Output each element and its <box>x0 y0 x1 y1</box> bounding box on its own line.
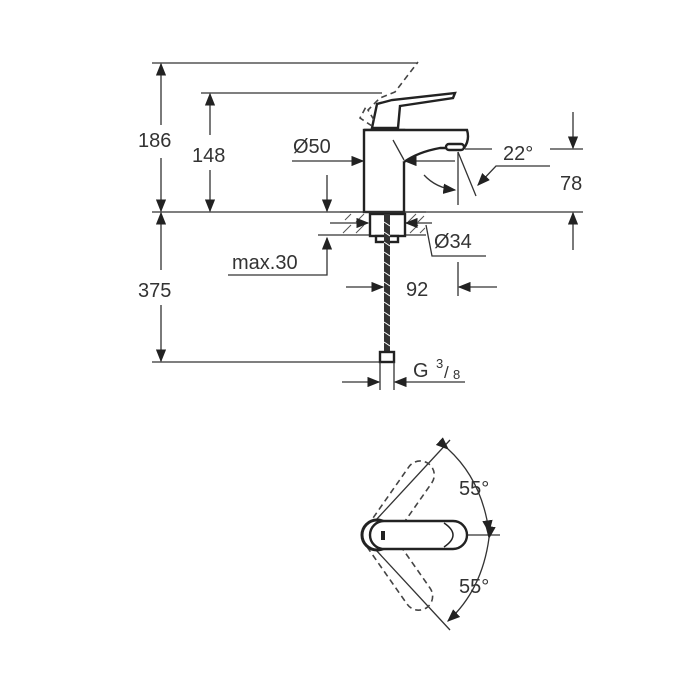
hose-nut <box>378 350 396 364</box>
label-thread-slash: / <box>444 363 449 382</box>
label-92: 92 <box>406 279 428 301</box>
label-diameter-34: Ø34 <box>434 231 472 253</box>
top-view: 55° 55° <box>360 437 500 631</box>
lever-handle <box>370 91 457 130</box>
angle-arc-lower <box>447 525 496 622</box>
label-thread-numerator: 3 <box>436 356 443 371</box>
spout-inner-line <box>392 139 405 161</box>
side-view: 186 148 Ø50 22° 78 max.30 Ø34 375 92 G 3… <box>138 61 583 390</box>
upper-angle-line <box>375 439 451 521</box>
hose-braid <box>383 221 391 347</box>
label-diameter-50: Ø50 <box>293 136 331 158</box>
lever-open-position-2 <box>358 104 373 127</box>
label-186: 186 <box>138 130 171 152</box>
label-max-30: max.30 <box>232 252 298 274</box>
dim-34-leader <box>425 224 486 257</box>
angle-arc-upper <box>435 437 493 534</box>
lever-right-position <box>362 522 434 611</box>
indicator-mark <box>381 531 385 540</box>
label-angle-22: 22° <box>503 143 533 165</box>
label-375: 375 <box>138 280 171 302</box>
dim-max30-leader <box>228 236 333 276</box>
label-thread-denominator: 8 <box>453 367 460 382</box>
aerator <box>444 142 466 152</box>
label-angle-55-upper: 55° <box>459 478 489 500</box>
lever-left-position <box>364 460 436 549</box>
angled-outlet-line <box>457 151 477 197</box>
label-thread-g: G <box>413 360 429 382</box>
label-angle-55-lower: 55° <box>459 576 489 598</box>
lower-angle-line <box>375 549 451 631</box>
angle-leader <box>477 165 550 186</box>
label-148: 148 <box>192 145 225 167</box>
label-78: 78 <box>560 173 582 195</box>
angle-arc-left <box>423 174 457 194</box>
